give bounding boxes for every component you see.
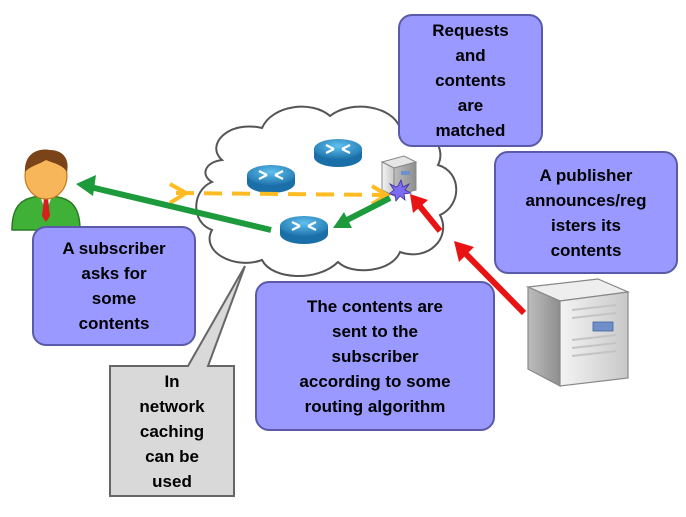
- router-icon: [314, 139, 362, 167]
- callout-line: are: [457, 96, 484, 115]
- callout-line: asks for: [81, 264, 147, 283]
- callout-line: some: [91, 289, 137, 308]
- user-avatar-icon: [11, 149, 81, 231]
- subscriber-callout: A subscriber asks for some contents: [32, 226, 196, 346]
- callout-line: can be: [145, 446, 199, 466]
- callout-line: sent to the: [332, 321, 418, 341]
- callout-line: Requests: [432, 21, 509, 40]
- callout-line: matched: [435, 121, 506, 140]
- request-arrow: [168, 182, 391, 206]
- callout-line: used: [152, 471, 192, 491]
- caching-callout-bubble: [109, 265, 246, 497]
- publisher-callout: A publisher announces/reg isters its con…: [494, 151, 678, 274]
- callout-line: A publisher: [539, 165, 633, 185]
- callout-line: In: [164, 371, 180, 391]
- callout-line: A subscriber: [62, 239, 166, 258]
- callout-line: caching: [139, 421, 205, 441]
- callout-line: network: [139, 396, 205, 416]
- callout-line: according to some: [299, 371, 451, 391]
- callout-line: announces/reg: [525, 190, 647, 210]
- requests-matched-callout: Requests and contents are matched: [398, 14, 543, 147]
- callout-line: contents: [435, 71, 506, 90]
- callout-line: The contents are: [306, 296, 444, 316]
- callout-line: and: [455, 46, 486, 65]
- contents-sent-callout: The contents are sent to the subscriber …: [255, 281, 495, 431]
- callout-line: contents: [550, 240, 622, 260]
- callout-line: subscriber: [331, 346, 419, 366]
- server-tower-icon: [525, 278, 631, 387]
- network-cloud: [195, 105, 458, 277]
- callout-line: contents: [78, 314, 150, 333]
- router-icon: [280, 216, 328, 244]
- content-delivery-arrow: [76, 175, 392, 233]
- router-icon: [247, 165, 295, 193]
- caching-callout: In network caching can be used: [110, 366, 234, 496]
- publisher-arrow: [410, 194, 527, 316]
- callout-line: routing algorithm: [304, 396, 446, 416]
- broker-server-icon: [380, 155, 418, 202]
- callout-line: isters its: [551, 215, 621, 235]
